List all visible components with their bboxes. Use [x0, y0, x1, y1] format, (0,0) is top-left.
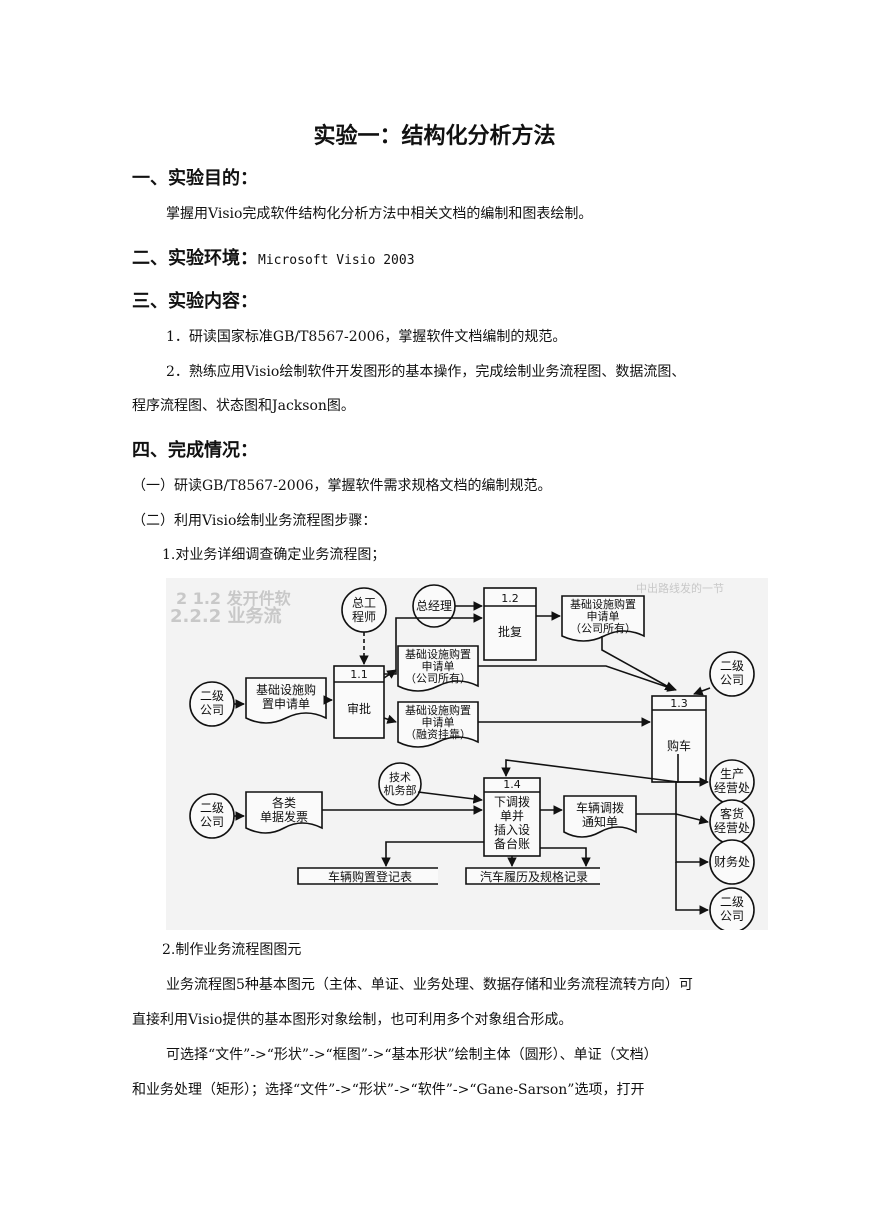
label-tech-dept: 机务部	[384, 783, 417, 797]
label-chief-engineer: 程师	[352, 609, 376, 624]
environment-value: Microsoft Visio 2003	[258, 253, 415, 268]
status-step-2: 2.制作业务流程图图元	[162, 942, 302, 958]
process-1-4-dispatch	[483, 777, 541, 857]
content-item-1: 1．研读国家标准GB/T8567-2006，掌握软件文档编制的规范。	[166, 329, 567, 345]
label-apply-form: 基础设施购	[256, 682, 316, 697]
subject-tech-dept	[378, 762, 422, 806]
label-subsidiary: 公司	[200, 815, 224, 829]
label-chief-engineer: 总工	[352, 596, 376, 610]
store-vehicle-register	[297, 867, 438, 885]
label-form-company-top: （公司所有）	[570, 621, 636, 635]
label-subsidiary: 二级	[720, 895, 744, 909]
label-dispatch-notice: 车辆调拨	[576, 800, 624, 815]
para2-line2: 和业务处理（矩形）；选择“文件”->“形状”->“软件”->“Gane-Sars…	[132, 1082, 645, 1098]
label-cargo-dept: 客货	[720, 806, 744, 821]
label-reply: 批复	[498, 624, 522, 639]
label-dispatch: 备台账	[494, 836, 530, 851]
label-approve: 审批	[347, 701, 371, 716]
store-vehicle-history	[465, 867, 600, 885]
subject-subsidiary-right-top	[709, 651, 755, 697]
section-heading-environment: 二、实验环境：Microsoft Visio 2003	[132, 244, 415, 270]
label-dispatch: 下调拨	[494, 795, 530, 809]
doc-bills	[245, 791, 323, 834]
status-sub-1: （一）研读GB/T8567-2006，掌握软件需求规格文档的编制规范。	[132, 478, 552, 494]
label-form-loan: （融资挂靠）	[405, 727, 471, 741]
content-item-2-line1: 2．熟练应用Visio绘制软件开发图形的基本操作，完成绘制业务流程图、数据流图、	[166, 364, 686, 380]
label-store-register: 车辆购置登记表	[328, 869, 412, 884]
label-subsidiary: 公司	[720, 909, 744, 923]
bleed-text: 2.2.2 业务流	[170, 605, 282, 627]
label-subsidiary: 公司	[720, 673, 744, 687]
label-dispatch-notice: 通知单	[582, 815, 618, 829]
label-form-company: （公司所有）	[405, 671, 471, 685]
label-subsidiary: 二级	[200, 801, 224, 815]
label-form-company: 申请单	[422, 660, 455, 673]
business-flow-figure: 2.2.2 业务流 中出路线发的一节 2 1.2 发开件软	[166, 578, 768, 930]
doc-form-loan	[397, 701, 479, 748]
label-cargo-dept: 经营处	[714, 821, 750, 835]
label-production-dept: 生产	[720, 767, 744, 781]
bleed-text: 2 1.2 发开件软	[176, 589, 291, 608]
label-subsidiary: 二级	[200, 689, 224, 703]
label-form-company: 基础设施购置	[405, 647, 471, 661]
environment-heading-label: 二、实验环境：	[132, 248, 258, 269]
status-sub-2: （二）利用Visio绘制业务流程图步骤：	[132, 513, 377, 529]
subject-subsidiary-right-bottom	[709, 887, 755, 930]
section-heading-content: 三、实验内容：	[132, 291, 258, 312]
label-subsidiary: 二级	[720, 659, 744, 673]
label-process-number: 1.3	[670, 697, 688, 710]
process-1-1-approve	[333, 665, 385, 739]
label-apply-form: 置申请单	[262, 697, 310, 711]
doc-form-company	[397, 645, 479, 692]
label-dispatch: 插入设	[494, 823, 530, 837]
label-form-company-top: 申请单	[587, 610, 620, 623]
section-heading-status: 四、完成情况：	[132, 440, 258, 461]
bleed-text: 中出路线发的一节	[636, 581, 724, 595]
label-store-history: 汽车履历及规格记录	[480, 869, 588, 884]
label-process-number: 1.2	[501, 592, 519, 605]
label-bills: 单据发票	[260, 809, 308, 824]
label-production-dept: 经营处	[714, 781, 750, 795]
label-bills: 各类	[272, 795, 296, 810]
para1-line1: 业务流程图5种基本图元（主体、单证、业务处理、数据存储和业务流程流转方向）可	[166, 977, 693, 993]
label-finance-dept: 财务处	[714, 854, 750, 869]
label-tech-dept: 技术	[389, 771, 411, 784]
purpose-text: 掌握用Visio完成软件结构化分析方法中相关文档的编制和图表绘制。	[166, 206, 593, 222]
business-flow-diagram: 2.2.2 业务流 中出路线发的一节 2 1.2 发开件软	[170, 581, 755, 930]
label-form-company-top: 基础设施购置	[570, 597, 636, 611]
page-title: 实验一：结构化分析方法	[313, 124, 556, 149]
content-item-2-line2: 程序流程图、状态图和Jackson图。	[132, 398, 355, 414]
doc-apply-form	[245, 677, 327, 724]
subject-finance-dept	[709, 839, 755, 885]
label-form-loan: 申请单	[422, 716, 455, 729]
label-general-manager: 总经理	[416, 599, 452, 613]
para2-line1: 可选择“文件”->“形状”->“框图”->“基本形状”绘制主体（圆形）、单证（文…	[166, 1047, 658, 1063]
section-heading-purpose: 一、实验目的：	[132, 168, 258, 189]
label-buy: 购车	[667, 738, 691, 753]
doc-dispatch-notice	[563, 795, 637, 838]
label-process-number: 1.1	[350, 668, 368, 681]
label-dispatch: 单并	[500, 809, 524, 823]
status-step-1: 1.对业务详细调查确定业务流程图；	[162, 547, 386, 563]
label-process-number: 1.4	[503, 778, 521, 791]
doc-form-company-top	[561, 595, 645, 642]
label-subsidiary: 公司	[200, 703, 224, 717]
label-form-loan: 基础设施购置	[405, 703, 471, 717]
para1-line2: 直接利用Visio提供的基本图形对象绘制，也可利用多个对象组合形成。	[132, 1012, 573, 1028]
process-1-2-reply	[483, 587, 537, 661]
